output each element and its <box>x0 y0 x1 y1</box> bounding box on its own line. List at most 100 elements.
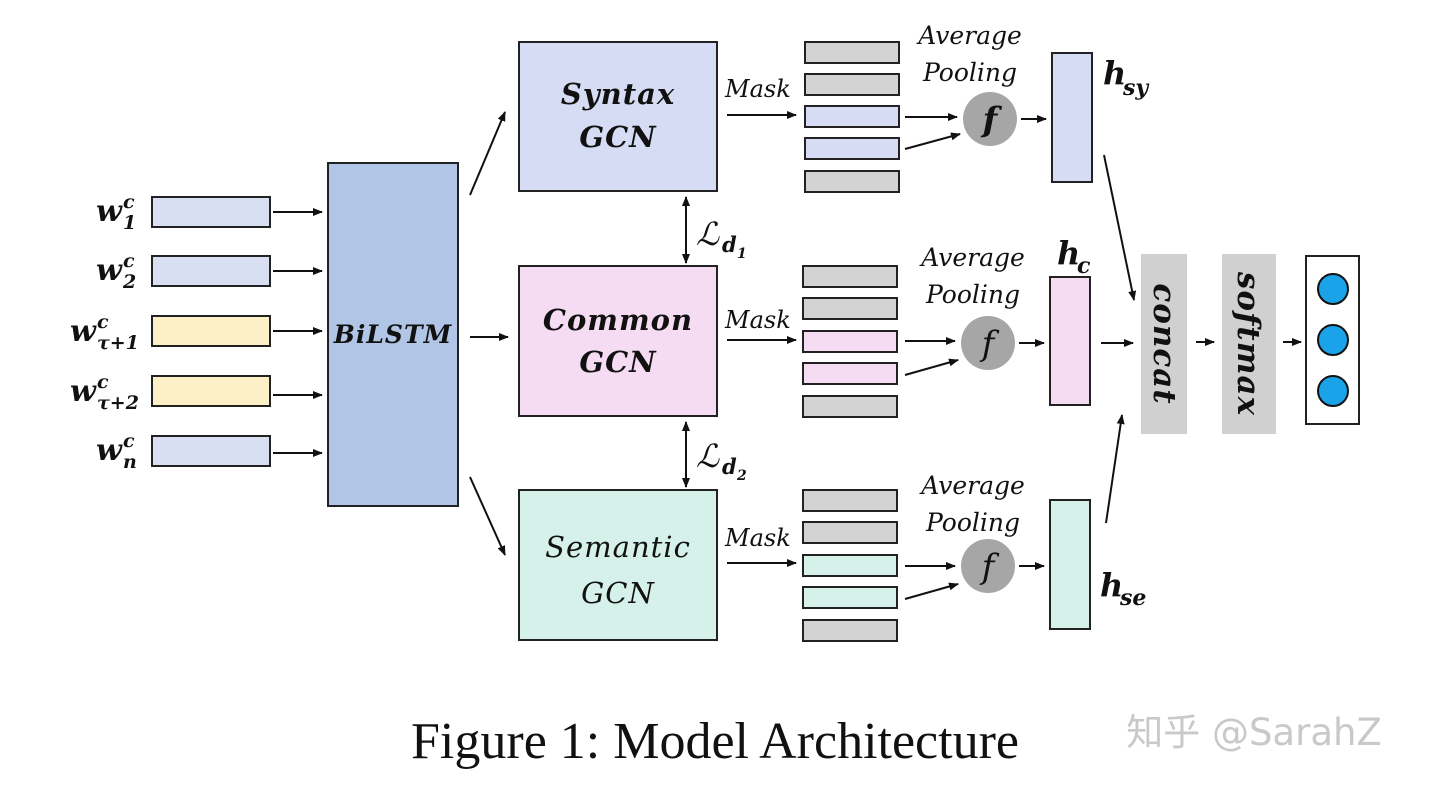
concat-label: concat <box>1146 283 1182 404</box>
input-embedding-box <box>151 315 271 347</box>
masked-token <box>802 619 898 642</box>
pooling-label-line1: Average <box>919 471 1025 500</box>
pooling-label-line2: Pooling <box>925 280 1020 309</box>
input-word-sub: 1 <box>123 212 136 234</box>
masked-token <box>802 521 898 544</box>
input-word-sup: c <box>123 250 135 272</box>
h-c-label: h <box>1057 234 1080 272</box>
pooling-label-line2: Pooling <box>925 508 1020 537</box>
h-c-vector <box>1049 276 1091 406</box>
syntax-gcn-box <box>518 41 718 192</box>
gcn-syntax: Syntax GCN <box>518 41 718 192</box>
output-classes <box>1305 255 1360 425</box>
input-word-label: w <box>96 253 123 288</box>
semantic-gcn-box <box>518 489 718 641</box>
input-row-4: w c τ+2 <box>70 371 323 414</box>
h-c-sub: c <box>1077 253 1091 279</box>
loss-d1-symbol: ℒ <box>696 215 720 253</box>
input-words: w c 1 w c 2 w c τ+1 w c τ+2 w <box>70 191 323 473</box>
aspect-token <box>802 554 898 577</box>
h-se-vector <box>1049 499 1091 630</box>
input-embedding-box <box>151 196 271 228</box>
pool-in-arrow <box>904 132 961 150</box>
input-word-label: w <box>70 374 97 409</box>
branch-syntax: Mask Average Pooling f h sy <box>724 21 1150 193</box>
aspect-token <box>802 330 898 353</box>
class-circles <box>1317 273 1349 407</box>
h-sy-vector <box>1051 52 1093 183</box>
input-word-sub: n <box>123 451 137 473</box>
loss-d2-subsub: 2 <box>736 468 747 484</box>
mask-label: Mask <box>724 524 791 552</box>
common-gcn-title: Common <box>543 303 693 337</box>
bilstm-block: BiLSTM <box>327 162 459 507</box>
class-output-circle <box>1317 273 1349 305</box>
branch-common: Mask Average Pooling f h c <box>724 234 1091 418</box>
bilstm-label: BiLSTM <box>333 320 453 349</box>
watermark: 知乎 @SarahZ <box>1126 711 1382 754</box>
pooling-function-circle <box>963 92 1017 146</box>
h-sy-label: h <box>1103 54 1126 92</box>
aspect-token <box>804 137 900 160</box>
masked-token <box>802 489 898 512</box>
loss-d1-subsub: 1 <box>737 246 747 262</box>
branch-semantic: Mask Average Pooling f h se <box>724 471 1146 642</box>
mask-label: Mask <box>724 306 791 334</box>
syntax-gcn-title: Syntax <box>561 77 675 111</box>
pool-in-arrow <box>904 582 959 600</box>
semantic-gcn-subtitle: GCN <box>581 576 655 610</box>
arrow-bilstm-to-syntax <box>469 111 506 196</box>
input-word-sub: 2 <box>122 271 136 293</box>
mask-label: Mask <box>724 75 791 103</box>
input-row-2: w c 2 <box>96 250 323 293</box>
input-word-sup: c <box>97 311 109 333</box>
pooling-label-line1: Average <box>916 21 1022 50</box>
gcn-semantic: Semantic GCN <box>518 489 718 641</box>
input-word-label: w <box>96 194 123 229</box>
aspect-token <box>802 586 898 609</box>
h-se-label: h <box>1100 566 1123 604</box>
concat-block: concat <box>1141 254 1187 434</box>
masked-token <box>804 170 900 193</box>
masked-token <box>802 265 898 288</box>
loss-d1-sub: d <box>722 232 737 257</box>
concat-box <box>1141 254 1187 434</box>
input-embedding-box <box>151 255 271 287</box>
syntax-gcn-subtitle: GCN <box>579 120 657 154</box>
arrow-hsy-to-concat <box>1103 154 1137 301</box>
input-word-sup: c <box>123 430 135 452</box>
softmax-block: softmax <box>1222 254 1276 434</box>
class-output-circle <box>1317 324 1349 356</box>
pool-in-arrow <box>904 358 959 376</box>
pooling-f-label: f <box>981 100 1003 140</box>
loss-d1: ℒ d 1 <box>682 196 747 264</box>
pooling-label-line2: Pooling <box>922 58 1017 87</box>
pooling-function-circle <box>961 539 1015 593</box>
input-row-3: w c τ+1 <box>70 311 323 354</box>
class-output-circle <box>1317 375 1349 407</box>
pooling-label-line1: Average <box>919 243 1025 272</box>
masked-token <box>802 395 898 418</box>
aspect-token <box>802 362 898 385</box>
common-gcn-box <box>518 265 718 417</box>
aspect-token <box>804 105 900 128</box>
input-word-sub: τ+2 <box>97 392 139 414</box>
input-word-sub: τ+1 <box>97 332 139 354</box>
input-embedding-box <box>151 375 271 407</box>
input-word-label: w <box>96 433 123 468</box>
input-word-label: w <box>70 314 97 349</box>
softmax-box <box>1222 254 1276 434</box>
masked-token <box>804 73 900 96</box>
loss-d2-sub: d <box>722 454 737 479</box>
gcn-common: Common GCN <box>518 265 718 417</box>
input-row-5: w c n <box>96 430 323 473</box>
masked-token <box>804 41 900 64</box>
loss-d2-symbol: ℒ <box>696 437 720 475</box>
arrow-hse-to-concat <box>1105 414 1125 524</box>
input-row-1: w c 1 <box>96 191 323 234</box>
h-se-sub: se <box>1119 585 1146 611</box>
figure-caption: Figure 1: Model Architecture <box>411 713 1019 770</box>
common-gcn-subtitle: GCN <box>579 345 657 379</box>
bilstm-box <box>327 162 459 507</box>
